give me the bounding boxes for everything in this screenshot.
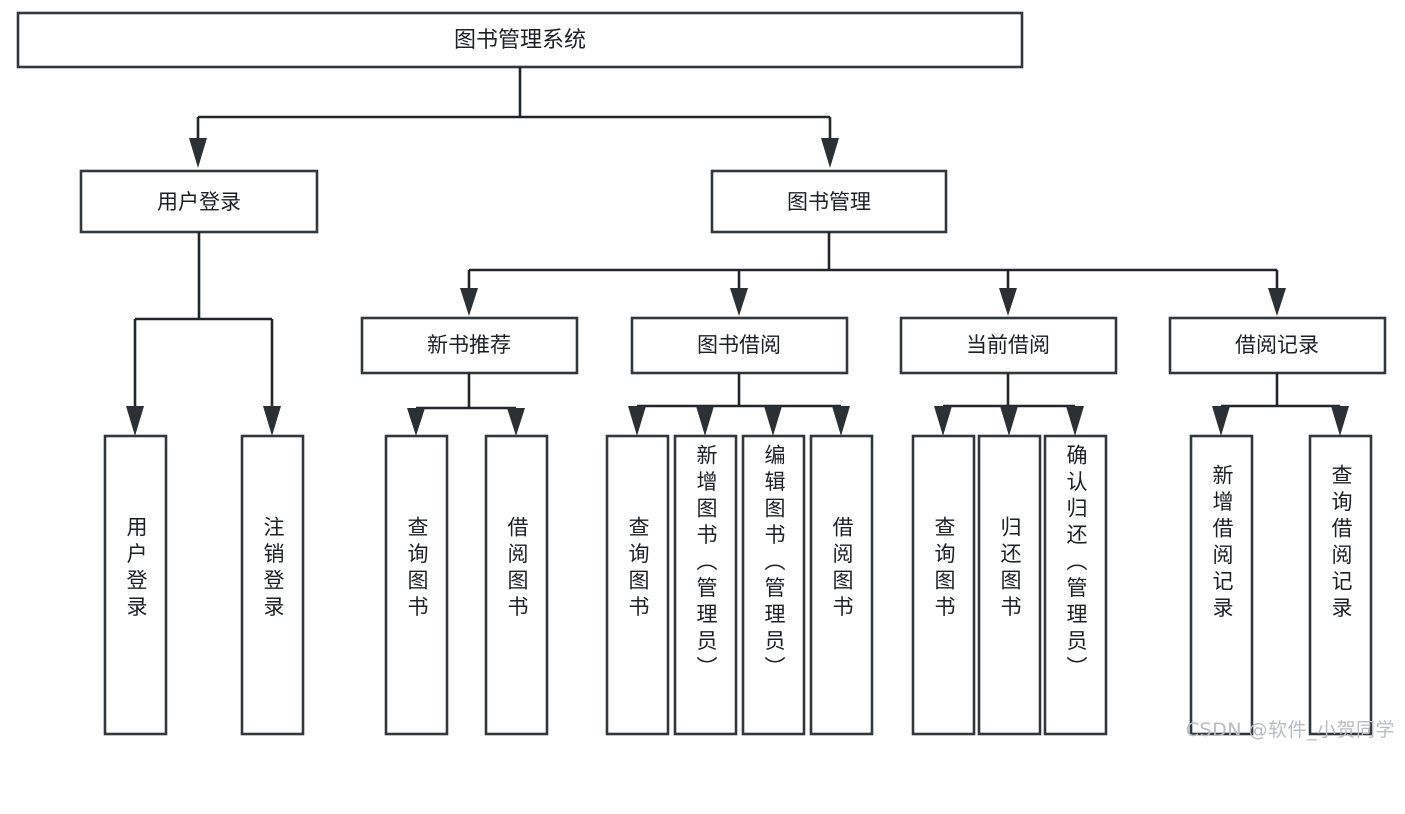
arrow-head-leaf-r2: [1331, 406, 1349, 436]
arrow-head-leaf-c3: [1066, 406, 1084, 436]
watermark-text: CSDN @软件_小贺同学: [1185, 719, 1395, 741]
leaf-box-query-record[interactable]: [1308, 434, 1373, 736]
leaf-box-borrow-book-b[interactable]: [809, 434, 874, 736]
leaf-box-confirm-return-admin[interactable]: [1043, 434, 1108, 736]
node-new-book-recommend[interactable]: 新书推荐: [360, 316, 579, 375]
book-borrow-box[interactable]: [630, 316, 849, 375]
node-current-borrow[interactable]: 当前借阅: [899, 316, 1118, 375]
arrow-head-leaf-c1: [934, 406, 952, 436]
arrow-head-leaf-b2: [696, 406, 714, 436]
leaf-box-edit-book-admin[interactable]: [741, 434, 806, 736]
leaf-box-add-record[interactable]: [1189, 434, 1254, 736]
node-book-borrow[interactable]: 图书借阅: [630, 316, 849, 375]
arrow-head-leaf-c2: [1000, 406, 1018, 436]
diagram-canvas: 图书管理系统 用户登录 图书管理: [16, 11, 1387, 736]
arrow-head-leaf-r1: [1212, 406, 1230, 436]
borrow-record-box[interactable]: [1168, 316, 1387, 375]
arrow-head-leaf-b3: [764, 406, 782, 436]
book-borrow-label: 图书借阅: [697, 333, 781, 357]
arrow-head-user-login: [189, 138, 207, 168]
node-user-login[interactable]: 用户登录: [79, 169, 319, 234]
node-book-manage[interactable]: 图书管理: [710, 169, 948, 234]
arrow-head-leaf-n2: [507, 408, 525, 436]
arrow-head-current-borrow: [999, 288, 1017, 316]
current-borrow-label: 当前借阅: [966, 333, 1050, 357]
leaf-box-logout[interactable]: [240, 434, 305, 736]
book-manage-box[interactable]: [710, 169, 948, 234]
hierarchy-diagram: 图书管理系统 用户登录 图书管理: [16, 11, 1395, 741]
user-login-label: 用户登录: [157, 190, 241, 214]
borrow-record-label: 借阅记录: [1235, 333, 1319, 357]
root-box[interactable]: [16, 11, 1024, 69]
arrow-head-borrow-record: [1268, 288, 1286, 316]
arrow-head-leaf-b1: [628, 406, 646, 436]
arrow-head-book-manage: [821, 138, 839, 168]
leaf-box-add-book-admin[interactable]: [673, 434, 738, 736]
root-label: 图书管理系统: [454, 28, 586, 53]
leaf-box-return-book[interactable]: [977, 434, 1042, 736]
arrow-head-book-borrow: [730, 288, 748, 316]
new-book-recommend-label: 新书推荐: [427, 333, 511, 357]
leaf-box-user-login[interactable]: [103, 434, 168, 736]
arrow-head-new-book: [460, 288, 478, 316]
book-manage-label: 图书管理: [787, 190, 871, 214]
new-book-recommend-box[interactable]: [360, 316, 579, 375]
arrow-head-leaf-n1: [407, 408, 425, 436]
arrow-head-leaf-u1: [126, 406, 144, 436]
node-root[interactable]: 图书管理系统: [16, 11, 1024, 69]
leaf-box-query-book-n[interactable]: [384, 434, 449, 736]
leaf-box-query-book-c[interactable]: [911, 434, 976, 736]
arrow-head-leaf-b4: [832, 406, 850, 436]
leaf-box-borrow-book-n[interactable]: [484, 434, 549, 736]
node-borrow-record[interactable]: 借阅记录: [1168, 316, 1387, 375]
current-borrow-box[interactable]: [899, 316, 1118, 375]
leaf-box-query-book-b[interactable]: [605, 434, 670, 736]
arrow-head-leaf-u2: [263, 406, 281, 436]
